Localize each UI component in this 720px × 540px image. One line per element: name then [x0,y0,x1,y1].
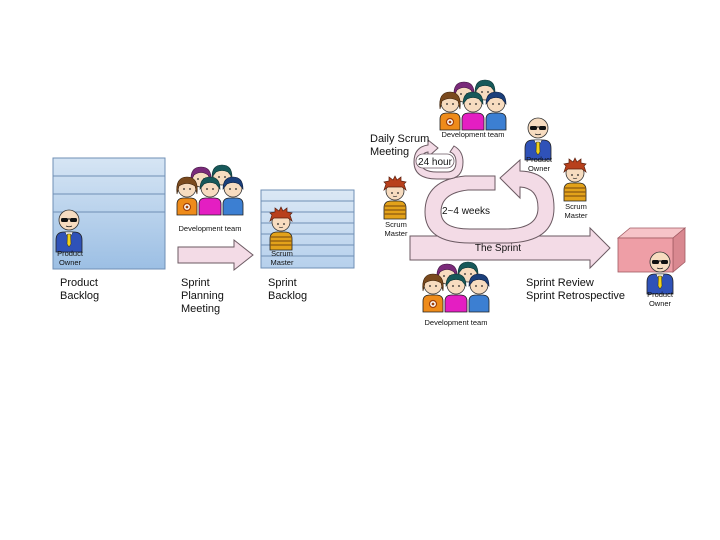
cycle-long-label: 2~4 weeks [442,206,490,217]
scrum-master-left-caption: Scrum Master [384,220,408,238]
product-owner-sprint-caption: Product Owner [526,155,552,173]
product-owner-caption: Product Owner [57,249,83,267]
sprint-title-label: The Sprint [475,243,521,254]
sprint-review-label: Sprint Review Sprint Retrospective [526,277,626,302]
development-team-caption: Development team [178,224,242,233]
sprint-backlog-label: Sprint Backlog [268,277,308,302]
product-owner-review-caption: Product Owner [647,290,673,308]
development-team-avatar [176,164,244,216]
product-owner-review-avatar [646,251,674,295]
product-increment-box [616,227,687,273]
daily-scrum-label: Daily Scrum Meeting [370,133,430,158]
development-team-top-caption: Development team [441,130,505,139]
product-backlog-label: Product Backlog [60,277,100,302]
development-team-bottom-caption: Development team [424,318,488,327]
development-team-top-avatar [439,79,507,131]
scrum-master-right-caption: Scrum Master [564,202,588,220]
sprint-cycle-loop [424,158,555,244]
sprint-planning-label: Sprint Planning Meeting [181,277,224,315]
product-owner-sprint-avatar [524,117,552,161]
development-team-bottom-avatar [422,261,490,313]
scrum-master-right-avatar [563,157,587,202]
planning-arrow [177,238,254,272]
scrum-master-caption: Scrum Master [270,249,294,267]
scrum-master-left-avatar [383,175,407,220]
cycle-short-label: 24 hour [418,157,453,168]
daily-cycle-loop [413,138,464,180]
